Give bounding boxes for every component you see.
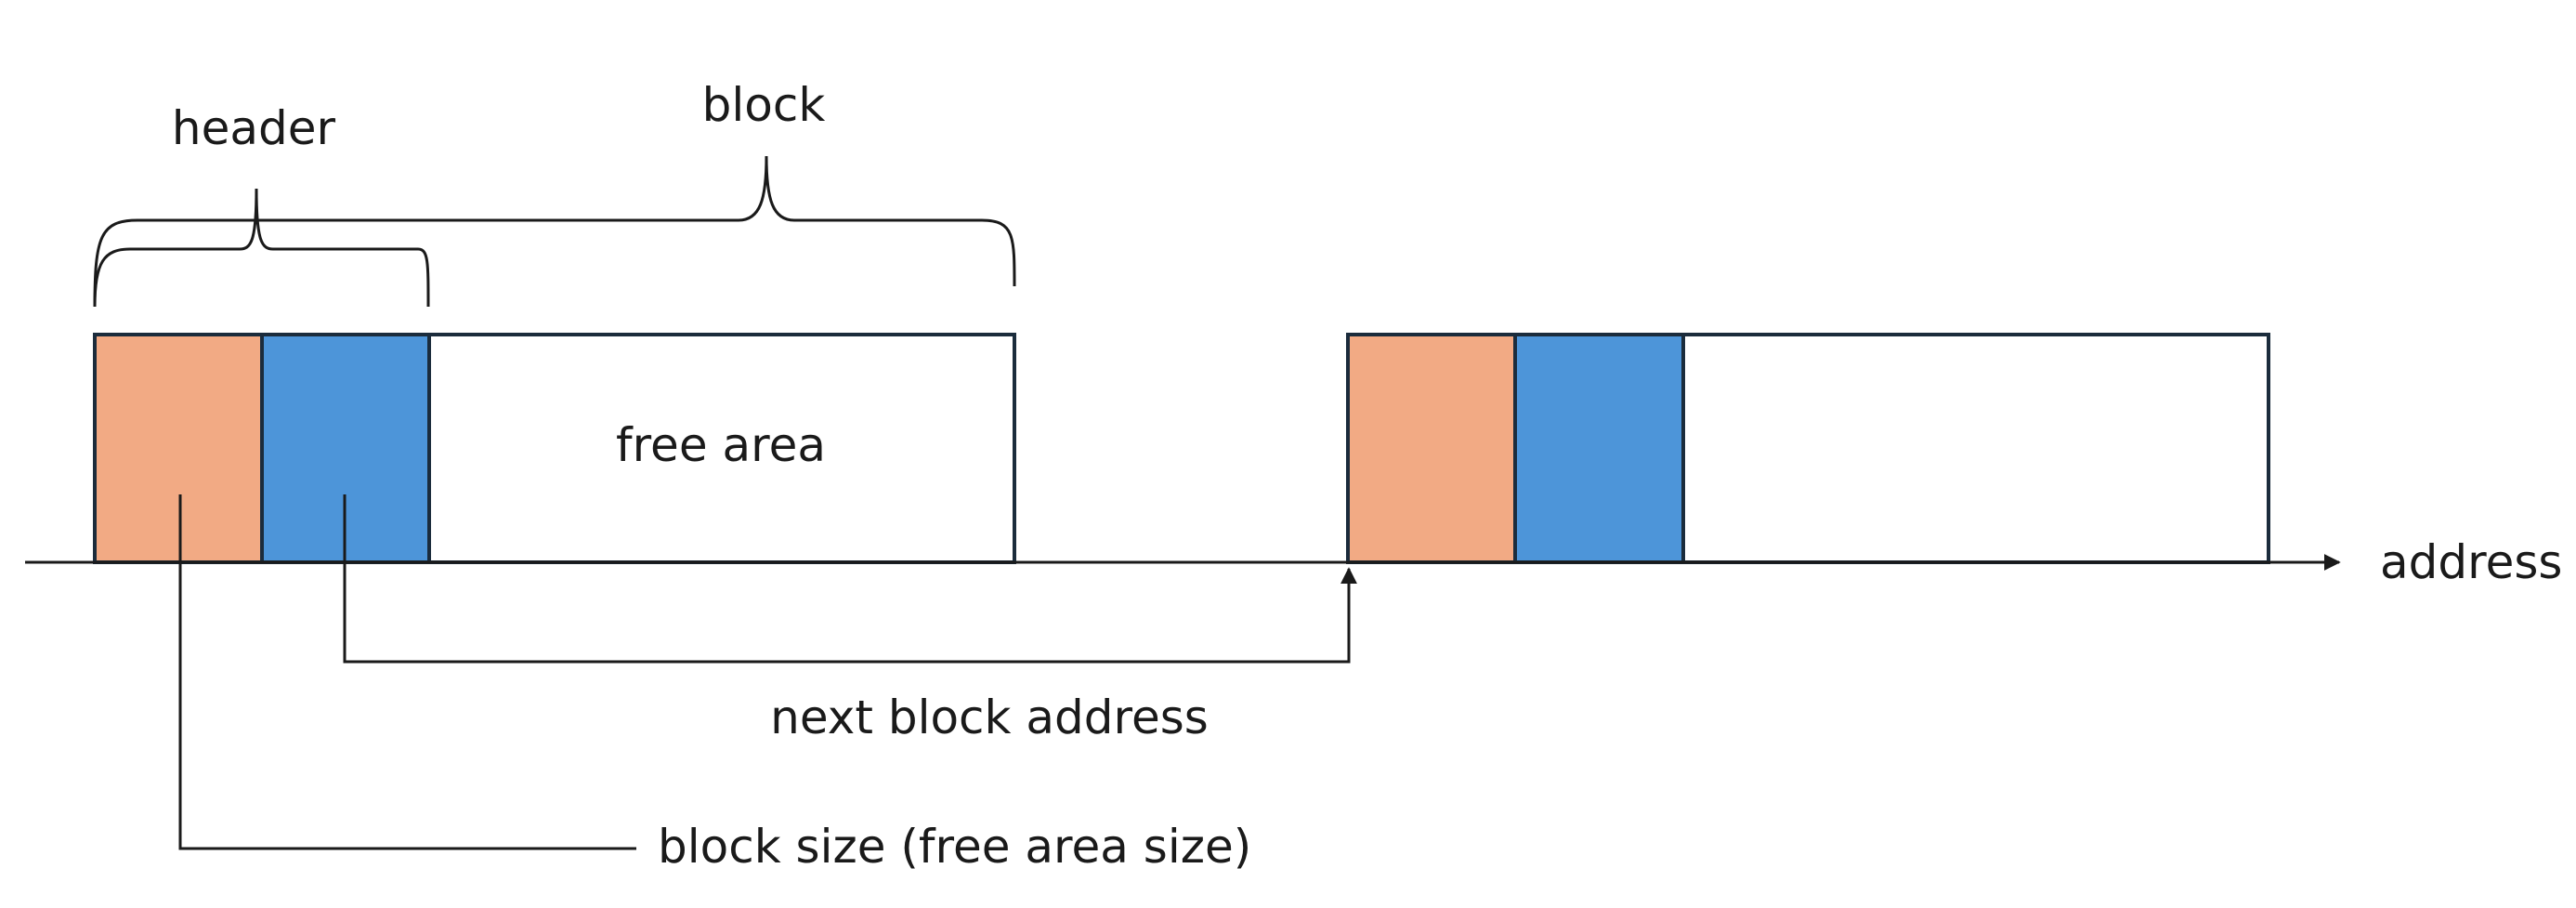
block-size-leader — [178, 494, 636, 850]
header-label: header — [172, 101, 336, 155]
header-brace — [93, 188, 430, 308]
block2-free-area — [1681, 333, 2270, 564]
block1-size-field — [93, 333, 264, 564]
block-label: block — [702, 78, 826, 132]
block1-free-area — [427, 333, 1016, 564]
block-brace — [93, 155, 1016, 308]
block-size-label: block size (free area size) — [658, 820, 1251, 874]
block2-next-field — [1513, 333, 1685, 564]
next-block-address-label: next block address — [770, 691, 1209, 744]
next-block-pointer — [343, 494, 1357, 664]
block2-size-field — [1346, 333, 1517, 564]
free-area-label: free area — [616, 418, 826, 472]
address-label: address — [2380, 535, 2562, 589]
